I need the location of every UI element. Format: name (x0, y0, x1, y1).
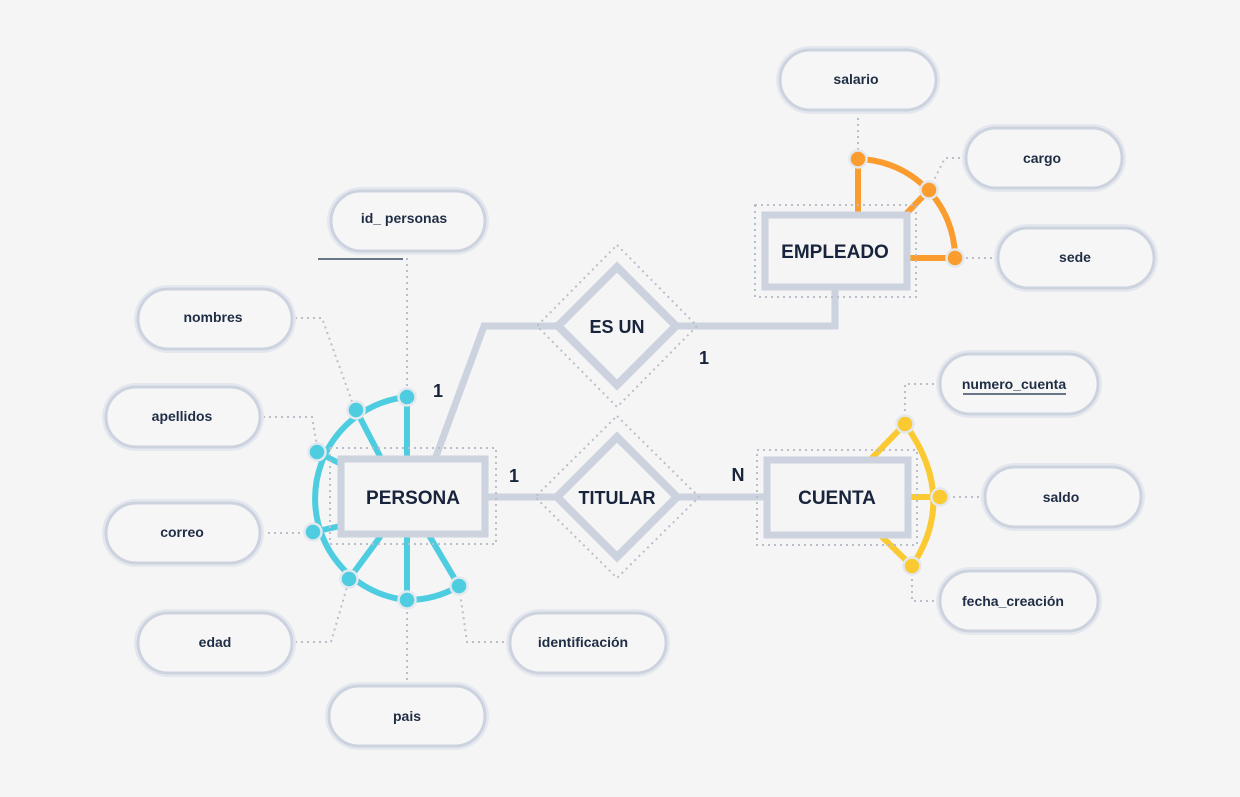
pill-body (329, 189, 487, 253)
cuenta-outer-dotted (756, 449, 918, 546)
persona-nodes (303, 387, 469, 610)
attr-apellidos[interactable]: apellidos (102, 383, 264, 451)
attribute-pills: id_ personas nombres apellidos correo ed… (102, 46, 1158, 750)
attr-salario-label: salario (833, 71, 878, 87)
attr-sede[interactable]: sede (994, 224, 1158, 292)
pill-body (938, 352, 1100, 416)
node-cargo (919, 180, 939, 200)
pill-body (938, 569, 1100, 633)
attr-correo-label: correo (160, 524, 204, 540)
attr-pais-label: pais (393, 708, 421, 724)
pill-body (136, 287, 294, 351)
cardinality-persona-es-un: 1 (433, 381, 443, 401)
cardinality-persona-titular: 1 (509, 466, 519, 486)
attr-saldo[interactable]: saldo (981, 463, 1145, 531)
entity-persona[interactable]: PERSONA (329, 447, 497, 545)
attr-id-personas[interactable]: id_ personas (327, 187, 489, 255)
attr-saldo-label: saldo (1043, 489, 1080, 505)
empleado-nodes (848, 149, 965, 268)
es-un-outer-dotted (535, 243, 699, 409)
pill-body (327, 684, 487, 748)
pill-body (136, 611, 294, 675)
attr-edad-label: edad (199, 634, 232, 650)
titular-label: TITULAR (579, 488, 656, 508)
attr-correo[interactable]: correo (102, 499, 264, 567)
cuenta-box (763, 456, 912, 539)
connector-edad (295, 579, 350, 643)
attr-fecha-creacion[interactable]: fecha_creación (936, 567, 1102, 635)
cuenta-label: CUENTA (798, 488, 876, 509)
attr-numero-cuenta-label: numero_cuenta (962, 376, 1066, 392)
pill-body (104, 385, 262, 449)
persona-box (337, 455, 489, 538)
connector-numero-cuenta (904, 383, 940, 424)
node-fecha-creacion (902, 556, 922, 576)
attr-salario[interactable]: salario (776, 46, 940, 114)
empleado-label: EMPLEADO (781, 242, 889, 263)
attr-cargo-label: cargo (1023, 150, 1061, 166)
empleado-box (761, 211, 911, 291)
node-pais (397, 590, 417, 610)
node-nombres (346, 400, 366, 420)
pill-body (104, 501, 262, 565)
titular-outer-dotted (533, 414, 701, 580)
connector-nombres (295, 317, 356, 411)
node-edad (339, 569, 359, 589)
node-apellidos (307, 442, 327, 462)
node-salario (848, 149, 868, 169)
es-un-diamond (552, 261, 682, 391)
attr-cargo[interactable]: cargo (962, 124, 1126, 192)
node-identificacion (449, 576, 469, 596)
persona-label: PERSONA (366, 488, 460, 509)
attr-nombres[interactable]: nombres (134, 285, 296, 353)
node-id-personas (397, 387, 417, 407)
spoke-nombres (353, 407, 386, 465)
attr-identificacion[interactable]: identificación (506, 609, 670, 677)
connector-identificacion (458, 585, 510, 643)
attr-nombres-label: nombres (183, 309, 242, 325)
pill-body (964, 126, 1124, 190)
pill-body (508, 611, 668, 675)
node-numero-cuenta (895, 414, 915, 434)
line-es-un-empleado (675, 290, 839, 330)
attr-apellidos-label: apellidos (152, 408, 213, 424)
attr-id-personas-label: id_ personas (361, 210, 448, 226)
entity-cuenta[interactable]: CUENTA (756, 449, 918, 546)
node-correo (303, 522, 323, 542)
relationship-titular[interactable]: TITULAR (533, 414, 701, 580)
connector-cargo (928, 157, 966, 191)
pill-body (983, 465, 1143, 529)
entity-empleado[interactable]: EMPLEADO (754, 204, 917, 298)
attr-numero-cuenta[interactable]: numero_cuenta (936, 350, 1102, 418)
cardinalities: 1 1 1 N (433, 348, 745, 486)
persona-outer-dotted (329, 447, 497, 545)
cuenta-nodes (895, 414, 950, 576)
titular-diamond (551, 431, 683, 563)
cardinality-cuenta-titular: N (732, 465, 745, 485)
pill-body (996, 226, 1156, 290)
attr-edad[interactable]: edad (134, 609, 296, 677)
attr-identificacion-label: identificación (538, 634, 628, 650)
attr-sede-label: sede (1059, 249, 1091, 265)
relationship-es-un[interactable]: ES UN (535, 243, 699, 409)
cardinality-empleado-es-un: 1 (699, 348, 709, 368)
es-un-label: ES UN (589, 317, 644, 337)
pill-body (778, 48, 938, 112)
connector-apellidos (263, 416, 319, 453)
relationship-lines (430, 290, 839, 501)
attr-fecha-creacion-label: fecha_creación (962, 593, 1064, 609)
node-sede (945, 248, 965, 268)
node-saldo (930, 487, 950, 507)
line-persona-es-un (430, 322, 558, 464)
attr-pais[interactable]: pais (325, 682, 489, 750)
